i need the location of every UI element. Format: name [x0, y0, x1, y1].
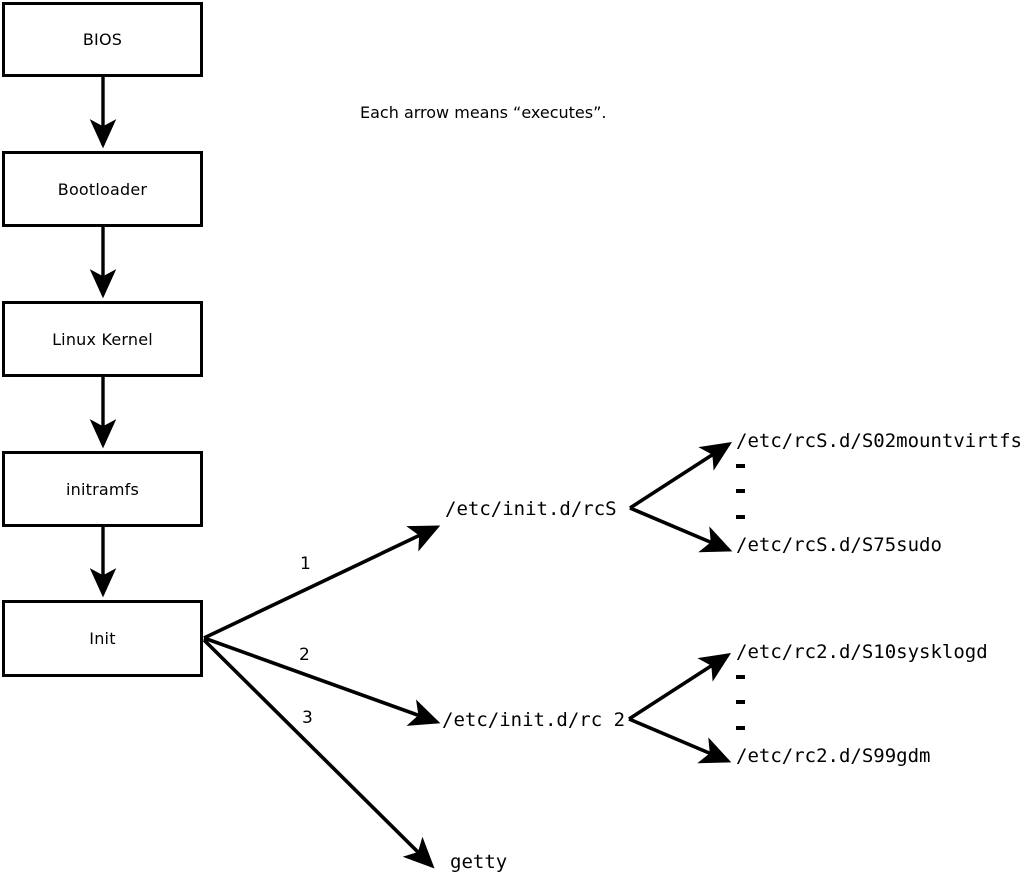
- ellipsis-dash-rcs-3: [736, 515, 745, 519]
- arrow-rc2-to-first-script: [628, 653, 732, 721]
- node-init[interactable]: Init: [2, 600, 203, 677]
- edge-label-1: 1: [300, 554, 311, 574]
- ellipsis-dash-rc2-2: [736, 700, 745, 704]
- node-init-d-rc2[interactable]: /etc/init.d/rc 2: [442, 709, 626, 731]
- script-rc2-first[interactable]: /etc/rc2.d/S10sysklogd: [736, 641, 988, 663]
- arrow-init-to-getty: [202, 638, 435, 869]
- node-initramfs[interactable]: initramfs: [2, 451, 203, 527]
- node-getty[interactable]: getty: [450, 851, 508, 873]
- node-init-d-rcs[interactable]: /etc/init.d/rcS: [445, 498, 617, 520]
- ellipsis-dash-rc2-3: [736, 726, 745, 730]
- edge-label-3: 3: [302, 708, 313, 728]
- node-bootloader[interactable]: Bootloader: [2, 151, 203, 227]
- arrow-init-to-rcs: [203, 525, 441, 640]
- edge-label-2: 2: [299, 645, 310, 665]
- node-linux-kernel[interactable]: Linux Kernel: [2, 301, 203, 377]
- arrow-rcs-to-first-script: [629, 442, 733, 510]
- node-bios[interactable]: BIOS: [2, 2, 203, 77]
- ellipsis-dash-rcs-1: [736, 464, 745, 468]
- arrow-meaning-annotation: Each arrow means “executes”.: [360, 103, 607, 122]
- node-initramfs-label: initramfs: [65, 479, 140, 499]
- node-init-label: Init: [89, 629, 116, 648]
- ellipsis-dash-rcs-2: [736, 489, 745, 493]
- script-rc2-last[interactable]: /etc/rc2.d/S99gdm: [736, 745, 931, 767]
- node-bios-label: BIOS: [82, 30, 123, 49]
- node-bootloader-label: Bootloader: [57, 179, 148, 199]
- script-rcs-first[interactable]: /etc/rcS.d/S02mountvirtfs: [736, 430, 1022, 452]
- arrow-rc2-to-last-script: [628, 717, 732, 764]
- arrow-rcs-to-last-script: [629, 506, 733, 553]
- node-linux-kernel-label: Linux Kernel: [52, 329, 153, 349]
- arrow-init-to-rc2: [203, 636, 441, 726]
- script-rcs-last[interactable]: /etc/rcS.d/S75sudo: [736, 534, 942, 556]
- ellipsis-dash-rc2-1: [736, 675, 745, 679]
